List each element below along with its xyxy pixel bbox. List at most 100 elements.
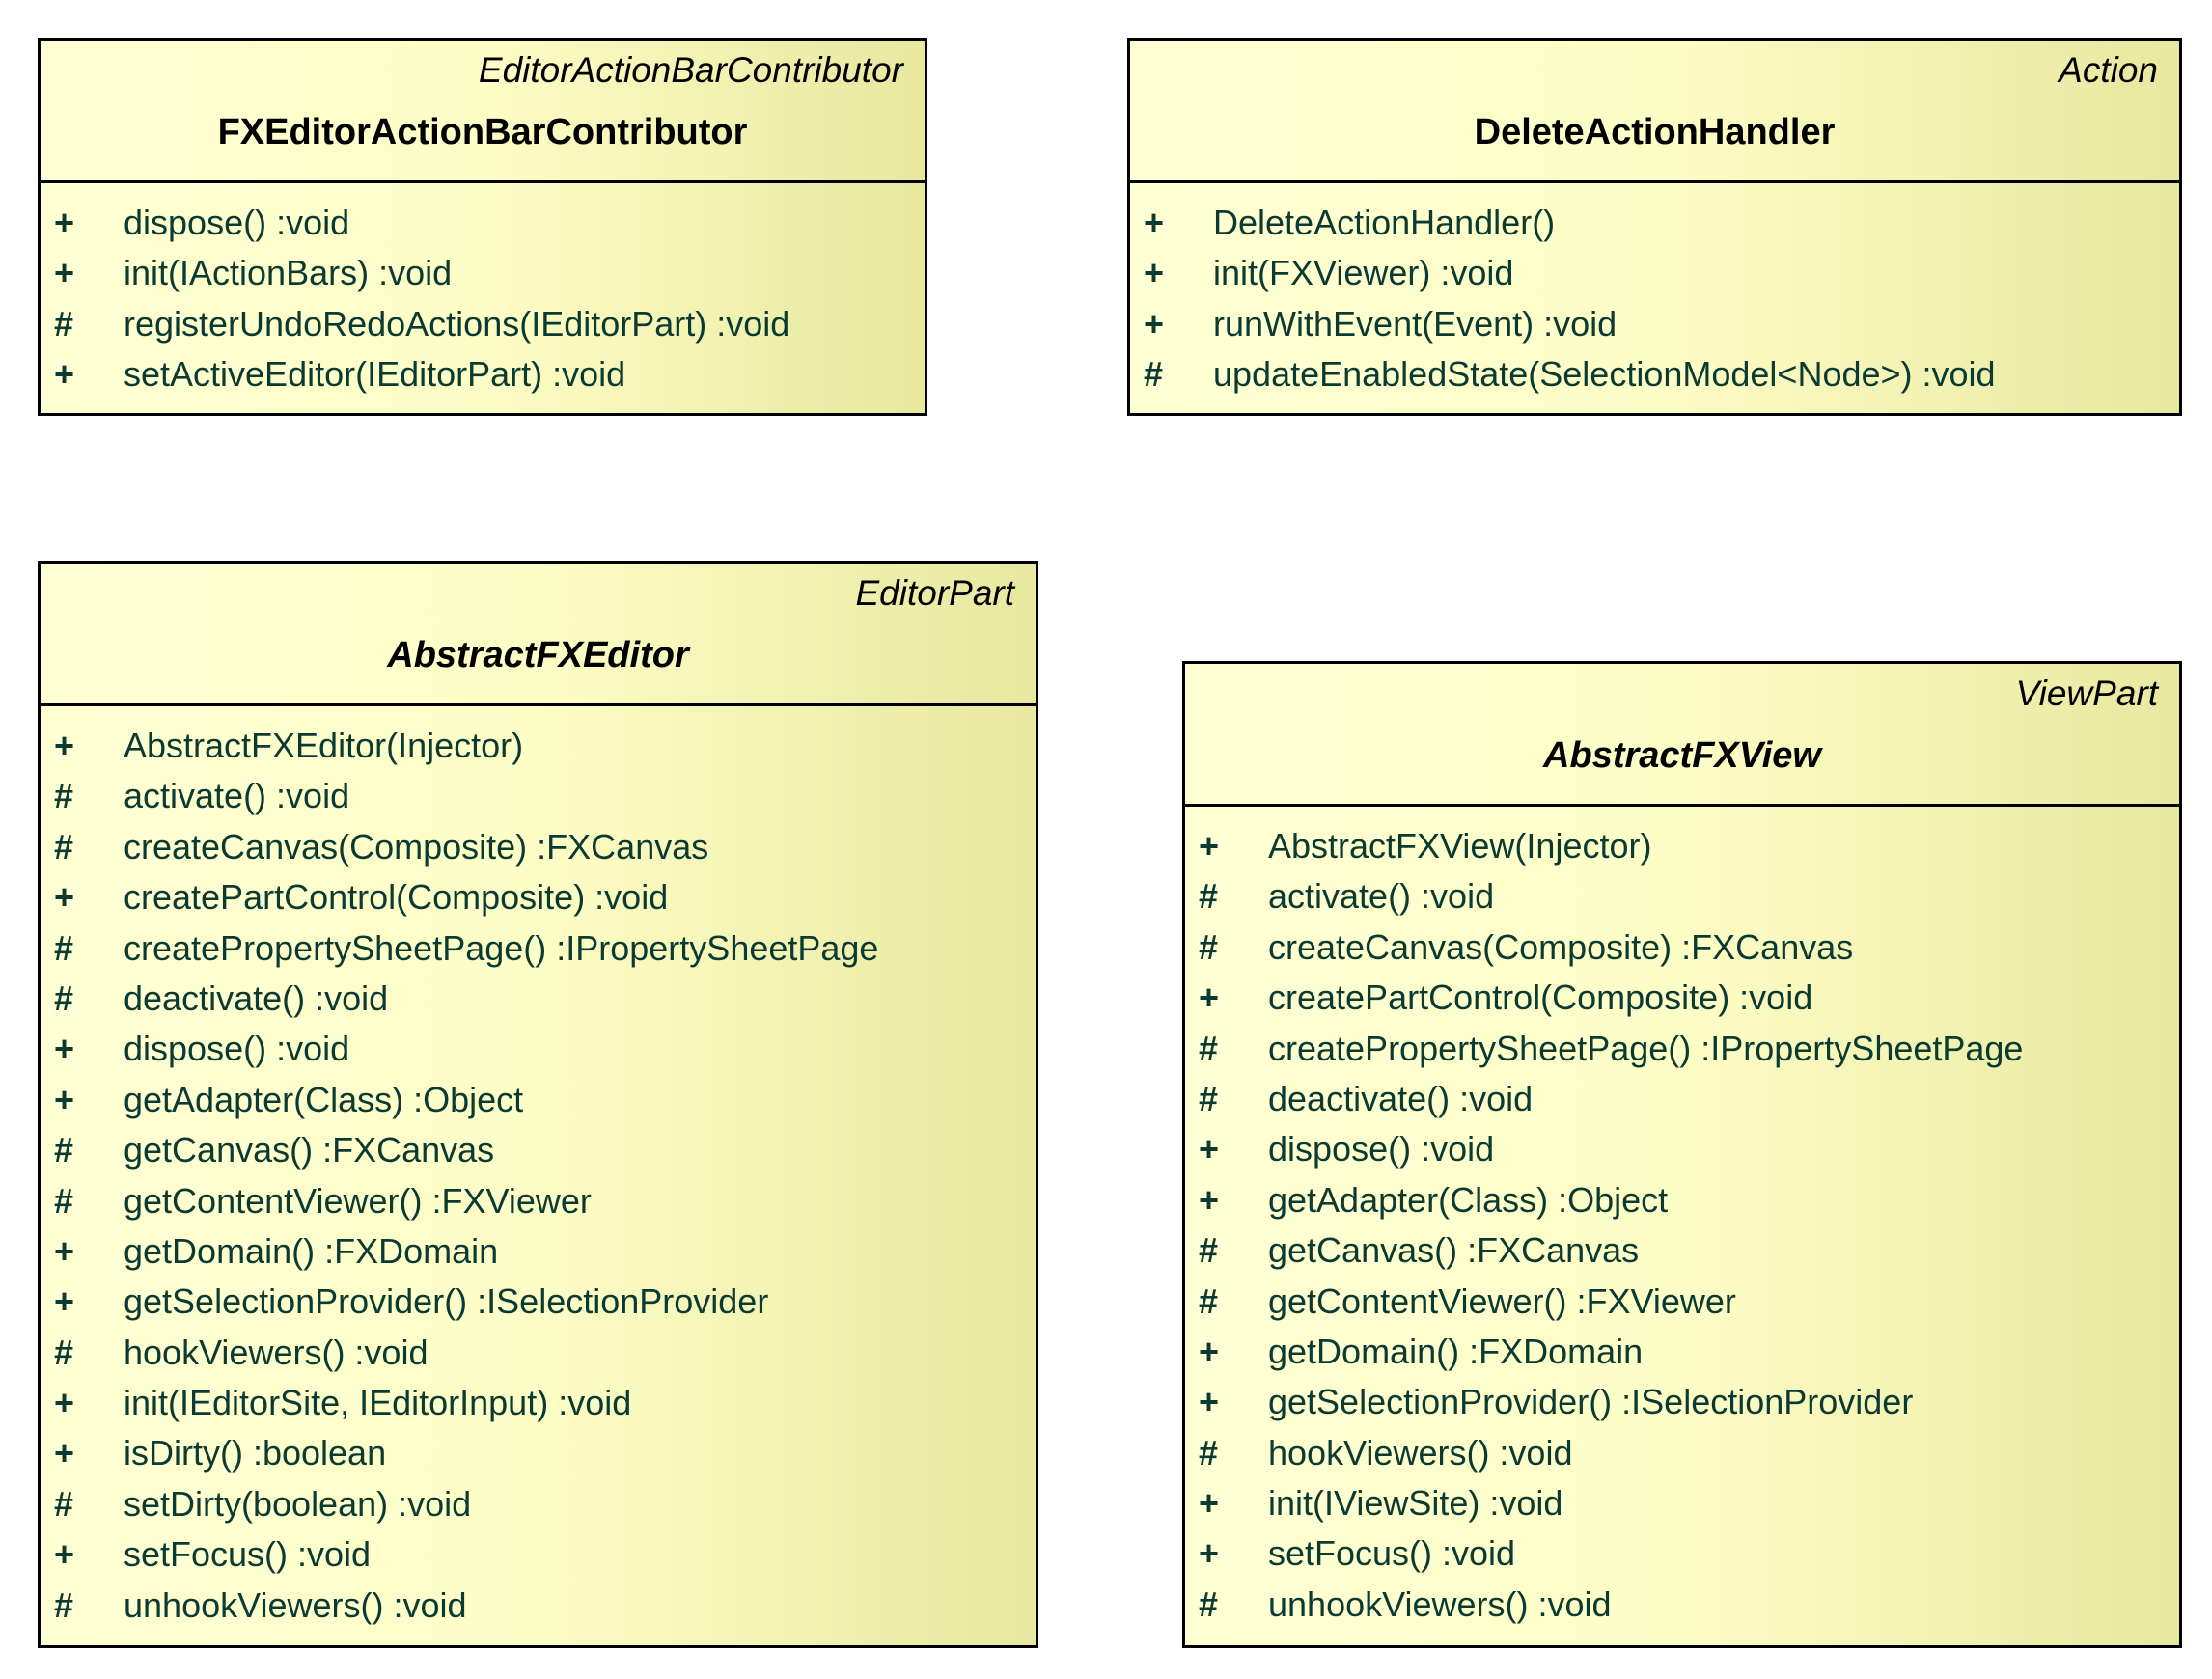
member-signature: init(IActionBars) :void xyxy=(124,253,453,293)
protected-member-row: #createPropertySheetPage() :IPropertyShe… xyxy=(41,922,1036,973)
public-member-row: + init(IActionBars) :void xyxy=(41,247,925,297)
member-signature: deactivate() :void xyxy=(1268,1078,1534,1118)
member-visibility: + xyxy=(54,877,75,918)
protected-member-row: # activate() :void xyxy=(1185,870,2179,921)
member-signature: getCanvas() :FXCanvas xyxy=(124,1130,495,1170)
member-signature: activate() :void xyxy=(124,776,350,816)
protected-member-row: #getContentViewer() :FXViewer xyxy=(41,1175,1036,1225)
member-signature: createPartControl(Composite) :void xyxy=(1268,977,1813,1018)
member-signature: unhookViewers() :void xyxy=(1268,1583,1612,1624)
member-signature: dispose() :void xyxy=(124,1029,350,1069)
member-visibility: # xyxy=(54,1584,74,1625)
public-member-row: +isDirty() :boolean xyxy=(41,1427,1036,1477)
member-signature: setFocus() :void xyxy=(1268,1533,1516,1574)
protected-member-row: #registerUndoRedoActions(IEditorPart) :v… xyxy=(41,298,925,348)
class-header: EditorPart AbstractFXEditor xyxy=(41,564,1036,706)
member-visibility: # xyxy=(1199,876,1219,917)
member-signature: getDomain() :FXDomain xyxy=(1268,1331,1644,1371)
member-visibility: # xyxy=(54,826,74,867)
protected-member-row: #getContentViewer() :FXViewer xyxy=(1185,1276,2179,1326)
member-signature: AbstractFXEditor(Injector) xyxy=(124,726,524,765)
public-member-row: +getSelectionProvider() :ISelectionProvi… xyxy=(1185,1376,2179,1426)
public-member-row: +getAdapter(Class) :Object xyxy=(1185,1174,2179,1225)
class-box-abstract-fx-editor[interactable]: EditorPart AbstractFXEditor + AbstractFXE… xyxy=(38,561,1038,1648)
class-header: EditorActionBarContributor FXEditorActio… xyxy=(41,41,925,183)
public-member-row: +init(IViewSite) :void xyxy=(1185,1477,2179,1528)
class-name: FXEditorActionBarContributor xyxy=(217,112,748,152)
class-name: AbstractFXView xyxy=(1543,735,1821,776)
member-visibility: + xyxy=(54,1029,75,1069)
class-name: AbstractFXEditor xyxy=(387,635,689,675)
member-visibility: # xyxy=(1199,926,1219,967)
member-visibility: + xyxy=(54,1383,75,1423)
member-signature: createCanvas(Composite) :FXCanvas xyxy=(124,826,709,867)
member-signature: activate() :void xyxy=(1268,876,1495,917)
member-visibility: + xyxy=(54,354,75,395)
member-signature: getCanvas() :FXCanvas xyxy=(1268,1230,1640,1271)
protected-member-row: #hookViewers() :void xyxy=(1185,1427,2179,1477)
class-stereotype: Action xyxy=(2059,50,2158,90)
protected-member-row: # hookViewers() :void xyxy=(41,1327,1036,1377)
member-signature: dispose() :void xyxy=(1268,1129,1495,1170)
member-visibility: # xyxy=(54,1483,74,1524)
class-members: + DeleteActionHandler() +init(FXViewer) :v… xyxy=(1130,183,2179,399)
member-visibility: + xyxy=(1199,977,1220,1018)
member-visibility: + xyxy=(54,1534,75,1575)
member-signature: getSelectionProvider() :ISelectionProvid… xyxy=(124,1281,769,1322)
class-name: DeleteActionHandler xyxy=(1474,112,1836,152)
public-member-row: +runWithEvent(Event) :void xyxy=(1130,298,2179,348)
member-visibility: + xyxy=(54,203,75,242)
member-visibility: + xyxy=(1144,203,1165,242)
member-signature: createPropertySheetPage() :IPropertyShee… xyxy=(1268,1028,2024,1068)
member-visibility: + xyxy=(54,253,75,293)
member-signature: getDomain() :FXDomain xyxy=(124,1230,499,1271)
class-members: + AbstractFXView(Injector) # activate() :vo… xyxy=(1185,807,2179,1629)
member-visibility: # xyxy=(1199,1280,1219,1321)
class-stereotype: EditorPart xyxy=(855,573,1014,613)
member-signature: createPropertySheetPage() :IPropertyShee… xyxy=(124,927,879,968)
public-member-row: + setFocus() :void xyxy=(41,1528,1036,1579)
class-box-abstract-fx-view[interactable]: ViewPart AbstractFXView +AbstractFXView(… xyxy=(1182,661,2182,1648)
public-member-row: + createPartControl(Composite) :void xyxy=(41,871,1036,922)
member-signature: DeleteActionHandler() xyxy=(1213,203,1556,242)
member-visibility: # xyxy=(54,977,74,1018)
public-member-row: + getAdapter(Class) :Object xyxy=(41,1074,1036,1124)
public-member-row: +init(FXViewer) :void xyxy=(1130,247,2179,297)
protected-member-row: #updateEnabledState(SelectionModel<Node>… xyxy=(1130,348,2179,399)
class-box-fx-editor-action-bar-contributor[interactable]: EditorActionBarContributor FXEditorActio… xyxy=(38,38,927,416)
public-member-row: + DeleteActionHandler() xyxy=(1130,197,2179,247)
protected-member-row: #getCanvas() :FXCanvas xyxy=(41,1124,1036,1174)
member-signature: updateEnabledState(SelectionModel<Node>)… xyxy=(1213,354,1996,395)
member-visibility: # xyxy=(1199,1028,1219,1068)
public-member-row: + createPartControl(Composite) :void xyxy=(1185,972,2179,1022)
member-signature: getAdapter(Class) :Object xyxy=(124,1079,524,1119)
member-signature: getContentViewer() :FXViewer xyxy=(124,1180,592,1221)
member-signature: setActiveEditor(IEditorPart) :void xyxy=(124,354,626,395)
member-visibility: # xyxy=(54,1332,74,1372)
protected-member-row: #deactivate() :void xyxy=(41,973,1036,1023)
member-signature: dispose() :void xyxy=(124,203,350,242)
protected-member-row: #unhookViewers() :void xyxy=(41,1580,1036,1630)
protected-member-row: #setDirty(boolean) :void xyxy=(41,1478,1036,1528)
protected-member-row: #unhookViewers() :void xyxy=(1185,1579,2179,1629)
member-visibility: + xyxy=(1199,1382,1220,1422)
protected-member-row: #createCanvas(Composite) :FXCanvas xyxy=(1185,922,2179,972)
member-visibility: + xyxy=(1199,826,1220,866)
member-signature: setFocus() :void xyxy=(124,1534,372,1575)
member-visibility: # xyxy=(54,303,74,344)
protected-member-row: #activate() :void xyxy=(41,770,1036,820)
public-member-row: +getSelectionProvider() :ISelectionProvi… xyxy=(41,1276,1036,1326)
member-visibility: + xyxy=(54,1079,75,1119)
member-visibility: # xyxy=(1199,1078,1219,1118)
public-member-row: + dispose() :void xyxy=(1185,1123,2179,1173)
class-header: Action DeleteActionHandler xyxy=(1130,41,2179,183)
member-signature: AbstractFXView(Injector) xyxy=(1268,826,1652,866)
class-box-delete-action-handler[interactable]: Action DeleteActionHandler + DeleteAction… xyxy=(1127,38,2182,416)
member-visibility: + xyxy=(54,1433,75,1473)
member-visibility: + xyxy=(54,1230,75,1271)
protected-member-row: # createPropertySheetPage() :IPropertyShe… xyxy=(1185,1023,2179,1073)
public-member-row: + dispose() :void xyxy=(41,197,925,247)
member-signature: hookViewers() :void xyxy=(124,1332,429,1372)
member-signature: createPartControl(Composite) :void xyxy=(124,877,669,918)
member-visibility: + xyxy=(1199,1129,1220,1170)
